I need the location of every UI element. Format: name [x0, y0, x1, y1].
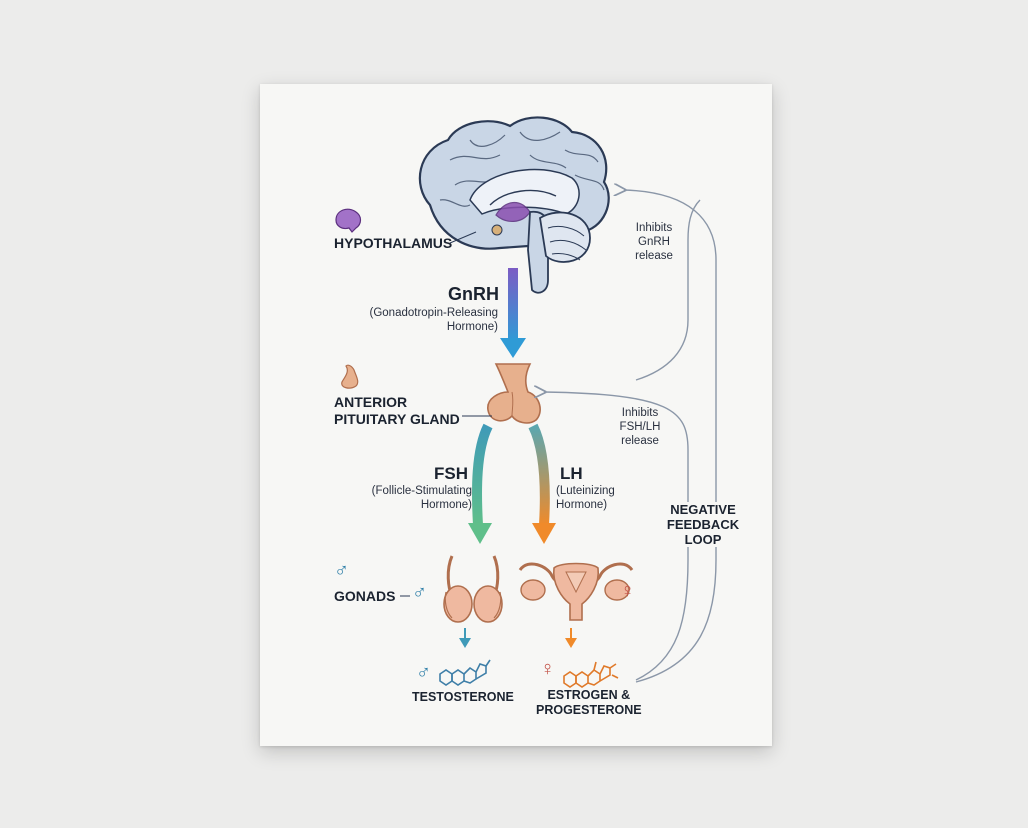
- estrogen-label-line-2: PROGESTERONE: [536, 703, 642, 717]
- testosterone-label: TESTOSTERONE: [412, 690, 514, 704]
- gonads-label: GONADS: [334, 588, 396, 604]
- loop-label-line-3: LOOP: [684, 532, 722, 547]
- lh-full-line-2: Hormone): [556, 499, 608, 511]
- inhibits-gnrh-line-1: Inhibits: [635, 222, 673, 234]
- loop-label-line-2: FEEDBACK: [666, 517, 740, 532]
- inhibits-fsh-lh-note: Inhibits FSH/LH release: [612, 406, 668, 448]
- pituitary-icon: [341, 364, 359, 389]
- feedback-loop-lines: [544, 190, 717, 683]
- pituitary-label-line-2: PITUITARY GLAND: [334, 411, 460, 427]
- gonads-female-symbol-icon: ♀: [620, 580, 635, 602]
- gnrh-label: GnRH: [448, 284, 499, 304]
- negative-feedback-loop-label: NEGATIVE FEEDBACK LOOP: [660, 502, 746, 547]
- gnrh-full-line-1: (Gonadotropin-Releasing: [369, 307, 499, 319]
- lh-label: LH: [560, 464, 583, 483]
- lh-full-name: (Luteinizing Hormone): [556, 484, 615, 512]
- gonads-male-symbol-icon: ♂: [412, 582, 427, 604]
- inhibits-fsh-line-2: FSH/LH: [619, 421, 661, 433]
- loop-label-line-1: NEGATIVE: [670, 502, 736, 517]
- hypothalamus-icon: [335, 208, 362, 233]
- pituitary-gland: [487, 363, 541, 424]
- fsh-arrow: [468, 423, 493, 544]
- testosterone-molecule-icon: [439, 659, 491, 686]
- testes-illustration: [443, 555, 503, 623]
- gnrh-arrow: [500, 268, 526, 358]
- inhibits-gnrh-note: Inhibits GnRH release: [628, 221, 680, 263]
- pituitary-label-line-1: ANTERIOR: [334, 394, 408, 410]
- fsh-full-line-1: (Follicle-Stimulating: [371, 485, 472, 497]
- estrogen-label-line-1: ESTROGEN &: [547, 688, 631, 702]
- inhibits-gnrh-line-3: release: [635, 250, 673, 262]
- pituitary-label: ANTERIOR PITUITARY GLAND: [334, 394, 460, 428]
- gnrh-full-name: (Gonadotropin-Releasing Hormone): [352, 306, 499, 334]
- inhibits-gnrh-line-2: GnRH: [638, 236, 670, 248]
- inhibits-fsh-line-3: release: [621, 435, 659, 447]
- testosterone-arrow: [459, 628, 471, 648]
- brain-illustration: [418, 116, 610, 294]
- lh-full-line-1: (Luteinizing: [556, 485, 615, 497]
- lh-arrow: [528, 423, 556, 544]
- estrogen-arrow: [565, 628, 577, 648]
- gnrh-full-line-2: Hormone): [446, 321, 498, 333]
- male-symbol-icon: ♂: [334, 560, 349, 582]
- estrogen-molecule-icon: [563, 661, 619, 688]
- uterus-ovaries-illustration: [518, 562, 634, 621]
- estrogen-progesterone-label: ESTROGEN & PROGESTERONE: [536, 688, 642, 718]
- inhibits-fsh-line-1: Inhibits: [621, 407, 659, 419]
- fsh-full-name: (Follicle-Stimulating Hormone): [340, 484, 472, 512]
- cerebellum: [539, 211, 591, 263]
- estrogen-female-symbol-icon: ♀: [540, 658, 555, 680]
- fsh-label: FSH: [434, 464, 468, 483]
- testosterone-male-symbol-icon: ♂: [416, 662, 431, 684]
- hypothalamus-label: HYPOTHALAMUS: [334, 235, 453, 251]
- fsh-full-line-2: Hormone): [420, 499, 472, 511]
